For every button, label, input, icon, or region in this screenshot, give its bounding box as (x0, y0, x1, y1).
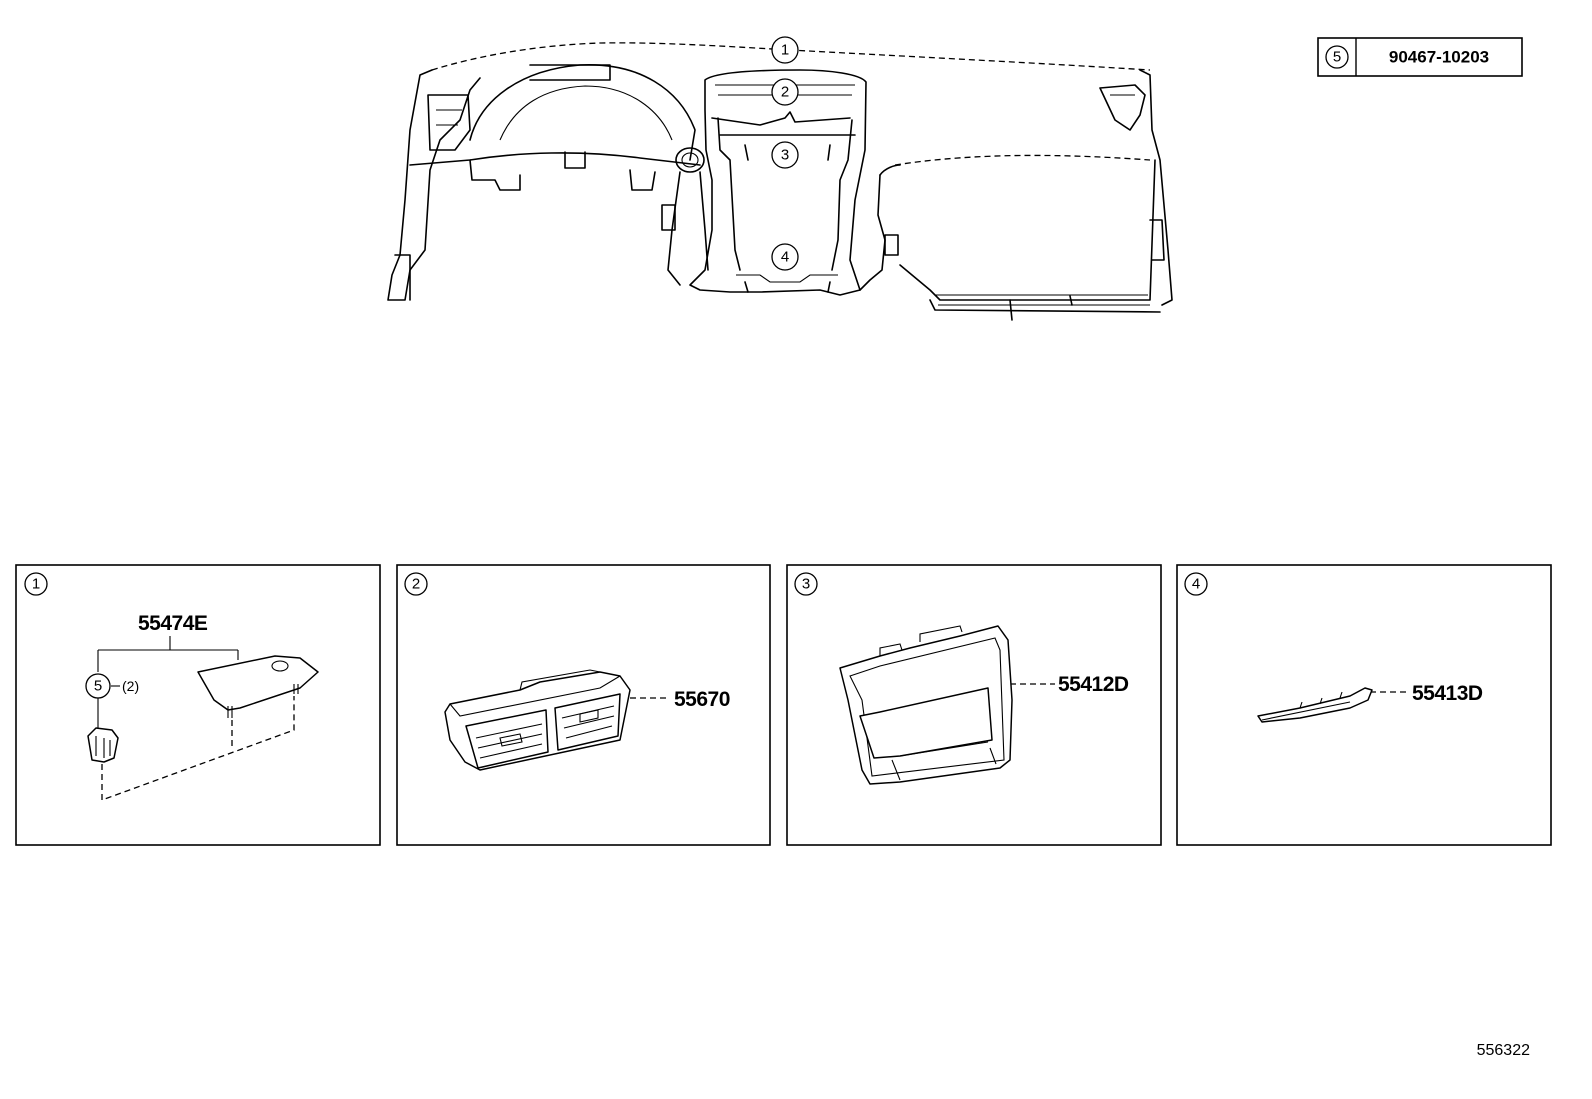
overview-callout-2: 2 (771, 78, 799, 106)
panel-4-part-label: 55413D (1412, 682, 1483, 705)
panel-3-part-label: 55412D (1058, 673, 1129, 696)
panel-2-callout: 2 (412, 576, 420, 593)
dash-left-end (387, 69, 481, 301)
trim-strip-part (1257, 687, 1373, 723)
center-panel-part (839, 625, 1013, 785)
panel-4: 4 55413D (1176, 564, 1552, 846)
panel-3: 3 55412D (786, 564, 1162, 846)
reference-part-number: 90467-10203 (1389, 48, 1489, 67)
panel-1-callout: 1 (32, 576, 40, 593)
overview-callout-4: 4 (771, 243, 799, 271)
clip-part (87, 727, 119, 763)
dash-cover-part (197, 655, 319, 711)
panel-3-callout: 3 (802, 576, 810, 593)
meter-hood (469, 64, 696, 161)
overview-callout-1: 1 (771, 36, 799, 64)
panel-2-part-label: 55670 (674, 688, 730, 711)
reference-callout: 5 (1333, 49, 1341, 66)
left-vent-housing (427, 94, 471, 151)
panel-4-callout: 4 (1192, 576, 1200, 593)
overview-callout-3: 3 (771, 141, 799, 169)
overview-callout-2-text: 2 (781, 84, 789, 101)
dash-top-outline (431, 42, 1151, 71)
overview-callout-1-text: 1 (781, 42, 789, 59)
figure-number: 556322 (1477, 1042, 1530, 1059)
glovebox-frame (899, 159, 1156, 301)
panel-2: 2 55670 (396, 564, 771, 846)
center-vent-part (444, 669, 631, 771)
overview-callout-3-text: 3 (781, 147, 789, 164)
center-stack-frame (689, 69, 867, 296)
panel-1-part-label: 55474E (138, 612, 208, 635)
dash-lower-edge (409, 152, 701, 166)
panel-1: 1 55474E 5 (2) (15, 564, 381, 846)
reference-table: 5 90467-10203 (1317, 37, 1523, 77)
passenger-outline (894, 154, 1151, 166)
panel-1-sub-quantity: (2) (122, 678, 139, 694)
panel-1-sub-callout: 5 (94, 678, 102, 695)
dashboard-overview: 1 2 3 4 (387, 36, 1173, 321)
overview-callout-4-text: 4 (781, 249, 789, 266)
dash-right-end (1139, 69, 1173, 306)
ignition-ring (675, 147, 705, 173)
